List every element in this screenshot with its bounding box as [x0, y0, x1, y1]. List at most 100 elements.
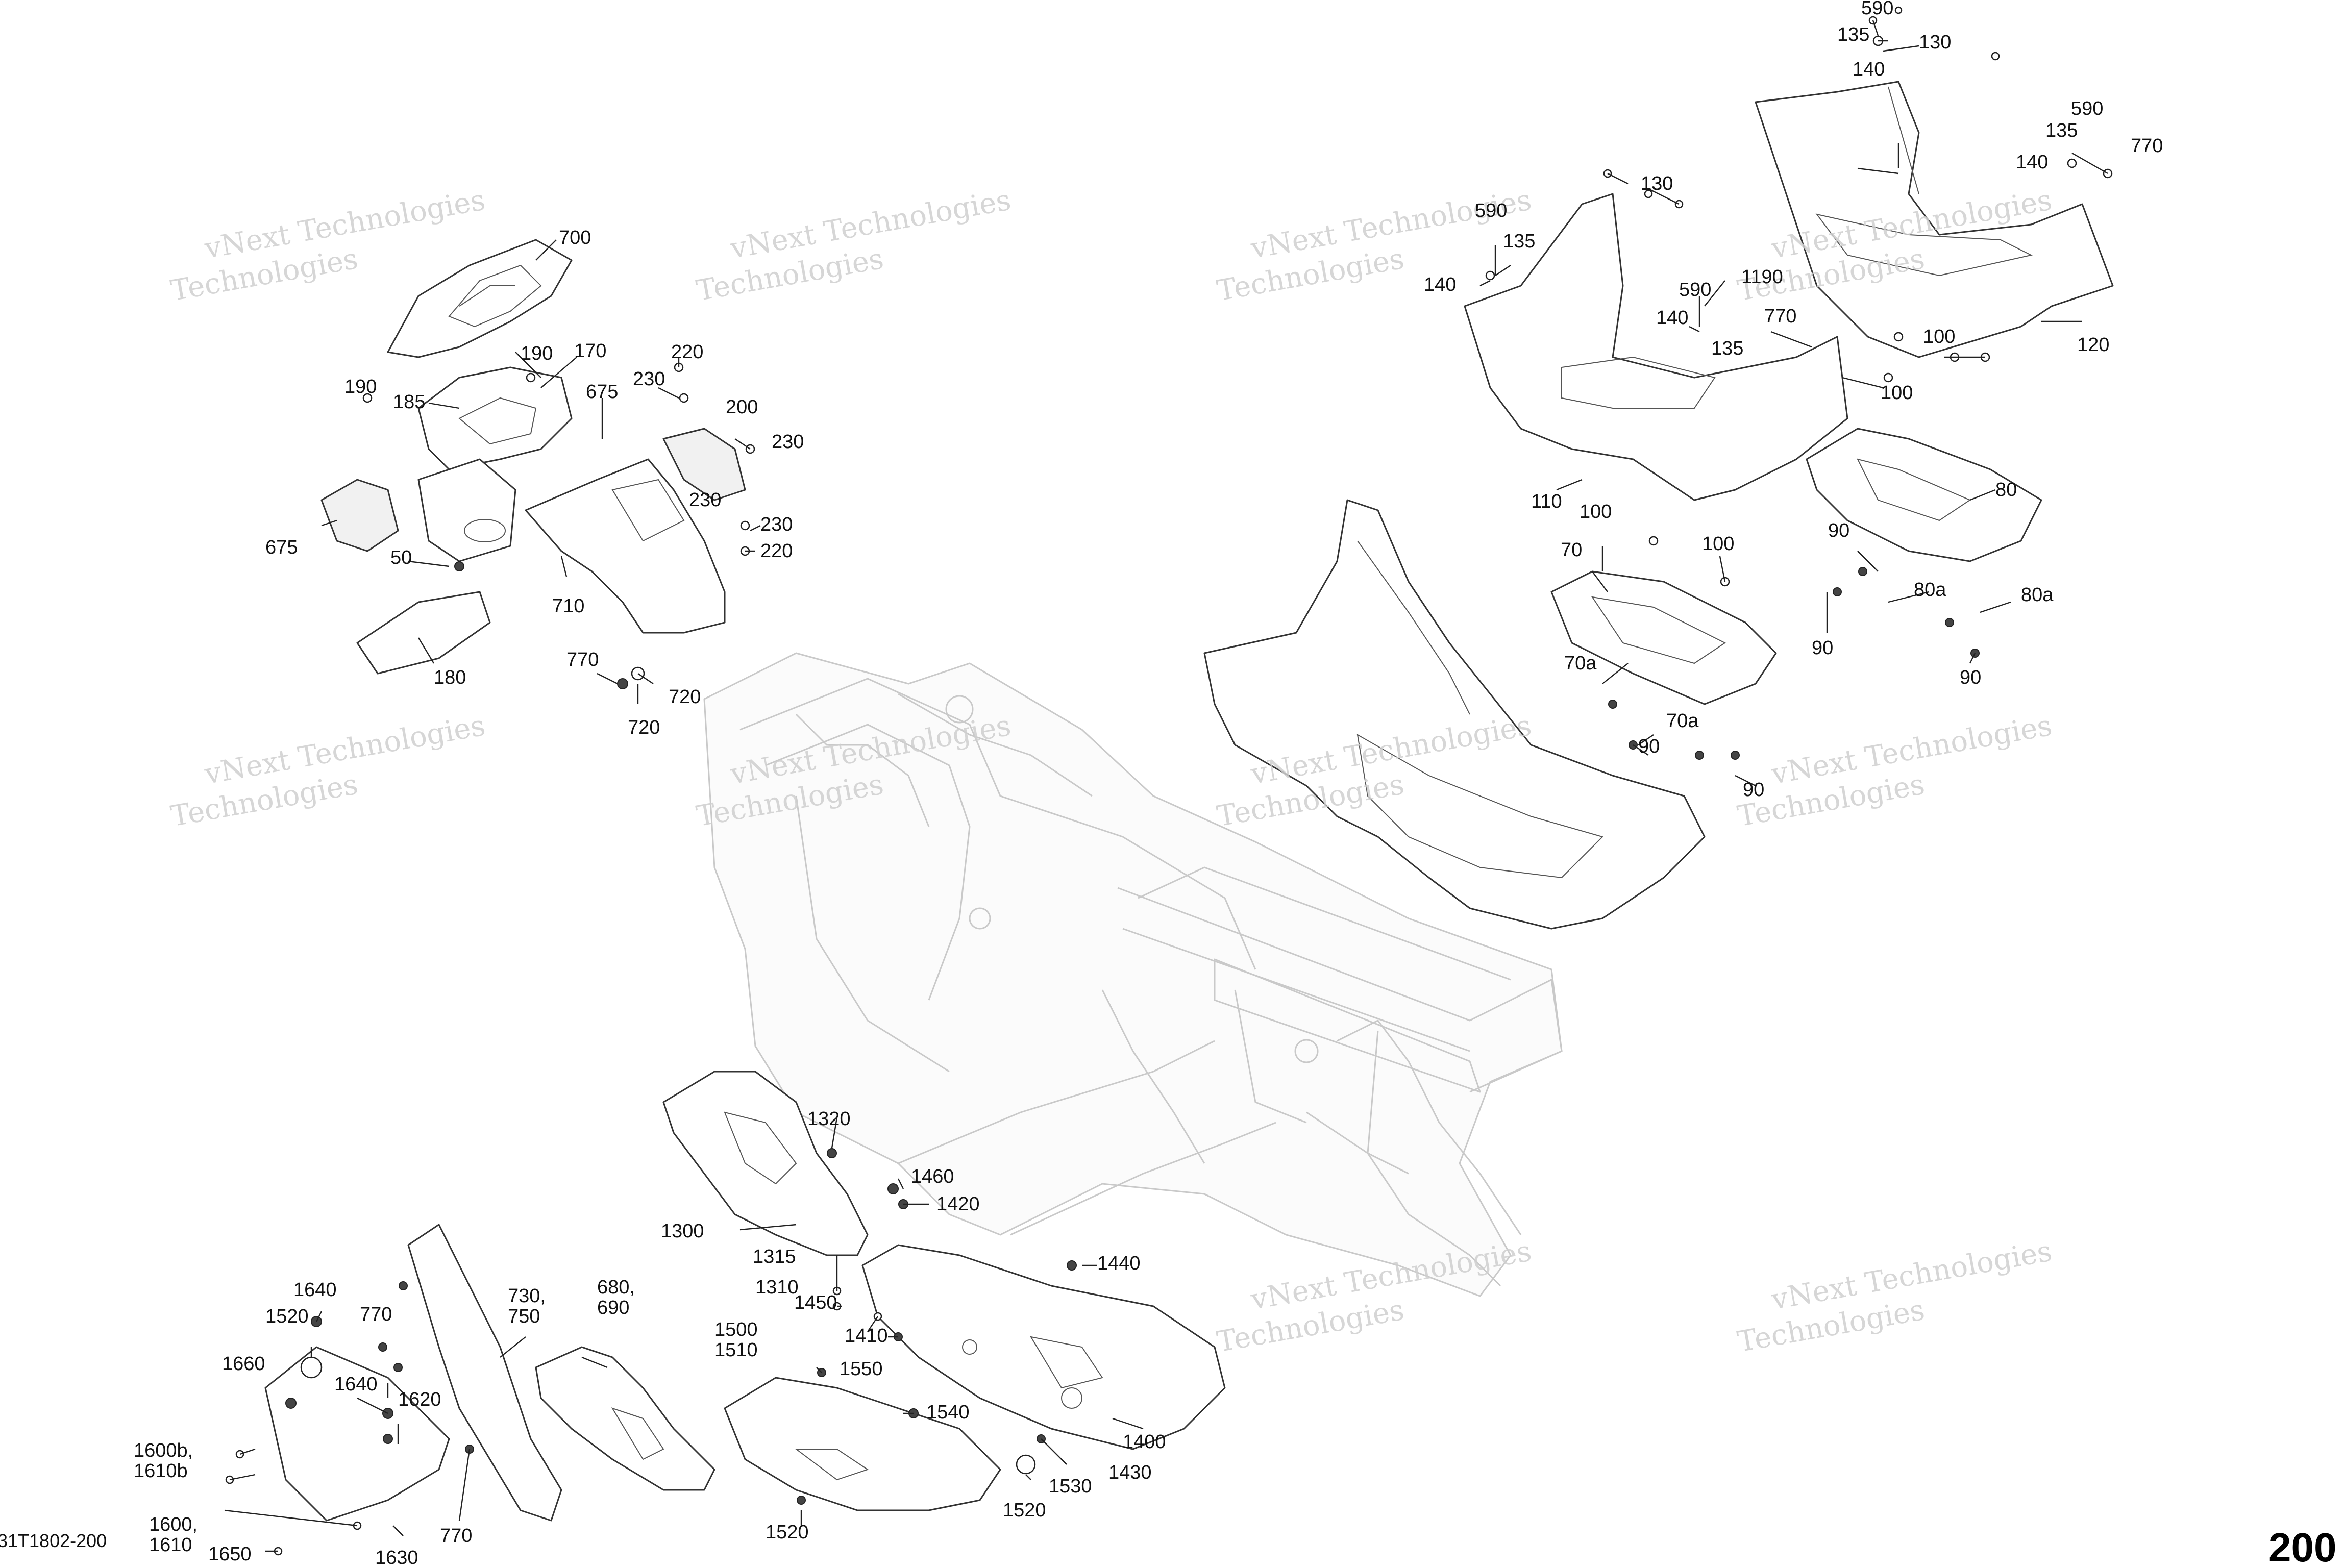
- part-730-side-trim: [407, 1224, 562, 1522]
- part-170-dash-housing: [417, 366, 573, 470]
- callout-label: 130: [1919, 32, 1951, 53]
- callout-label: 230: [760, 514, 793, 535]
- callout-label: 140: [1424, 274, 1456, 295]
- callout-label: 1450: [794, 1292, 837, 1313]
- callout-label: 100: [1881, 382, 1913, 404]
- callout-label: 590: [1475, 200, 1507, 221]
- part-1500-skid-plate: [724, 1377, 1036, 1511]
- callout-label: 700: [559, 227, 591, 248]
- callout-label: 170: [574, 340, 606, 362]
- callout-label: 720: [628, 717, 660, 738]
- callout-label: 90: [1638, 736, 1660, 757]
- callout-label: 1660: [222, 1353, 265, 1375]
- callout-label: 90: [1743, 779, 1764, 801]
- callout-label: 675: [586, 381, 618, 403]
- callout-label: 720: [669, 686, 701, 708]
- watermark: vNext Technologies Technologies: [168, 709, 488, 833]
- callout-label: 1620: [398, 1389, 441, 1410]
- callout-label: 220: [671, 341, 703, 363]
- part-700-front-cover: [387, 239, 573, 358]
- callout-label: 730,: [508, 1285, 546, 1307]
- part-1300-skid-plate: [662, 1071, 869, 1256]
- part-dash-center: [417, 458, 516, 562]
- callout-label: 590: [1861, 0, 1893, 19]
- callout-label: 1300: [661, 1221, 704, 1242]
- callout-label: 1650: [208, 1544, 252, 1565]
- callout-label: 590: [2071, 98, 2103, 119]
- callout-label: 185: [393, 391, 425, 413]
- callout-label: 1520: [766, 1522, 809, 1543]
- callout-label: 80: [1995, 479, 2017, 501]
- callout-label: 70: [1561, 539, 1582, 561]
- part-180-lower-panel: [356, 591, 491, 675]
- callout-label: 190: [521, 343, 553, 364]
- callout-label: 140: [2016, 152, 2048, 173]
- callout-label: 1430: [1108, 1462, 1152, 1483]
- callout-label: 1190: [1741, 266, 1783, 288]
- callout-label: 80a: [2021, 584, 2054, 606]
- callout-label: 90: [1960, 667, 1981, 688]
- part-floor-panel-center: [1203, 499, 1706, 930]
- callout-label: 230: [633, 368, 665, 390]
- callout-label: 50: [390, 547, 412, 568]
- callout-label: 190: [344, 376, 377, 397]
- callout-label: 1500: [714, 1319, 758, 1340]
- callout-label: 1315: [753, 1246, 796, 1267]
- callout-label: 690: [597, 1297, 629, 1318]
- part-710-console: [525, 458, 726, 634]
- callout-label: 120: [2077, 334, 2109, 356]
- callout-label: 80a: [1914, 579, 1946, 601]
- watermark: vNext Technologies Technologies: [1735, 709, 2055, 833]
- callout-label: 770: [2131, 135, 2163, 157]
- callout-label: 230: [772, 431, 804, 453]
- callout-label: 100: [1580, 501, 1612, 522]
- callout-label: 135: [1837, 24, 1869, 45]
- callout-label: 140: [1853, 59, 1885, 80]
- callout-label: 220: [760, 540, 793, 562]
- part-680-side-panel: [535, 1346, 715, 1491]
- callout-label: 135: [2045, 120, 2078, 141]
- callout-label: 70a: [1564, 653, 1597, 674]
- callout-label: 770: [440, 1525, 472, 1547]
- part-675-bracket: [320, 479, 399, 552]
- callout-label: 710: [552, 595, 584, 617]
- callout-label: 1610: [149, 1534, 192, 1556]
- callout-label: 590: [1679, 279, 1711, 301]
- part-120-rear-fender: [1755, 81, 2114, 358]
- callout-label: 1510: [714, 1339, 758, 1361]
- callout-label: 680,: [597, 1277, 635, 1298]
- callout-label: 1440: [1097, 1253, 1141, 1274]
- page-number: 200: [2268, 1525, 2336, 1568]
- callout-label: 1520: [1003, 1500, 1046, 1521]
- callout-label: 135: [1503, 231, 1535, 252]
- callout-label: 1410: [845, 1325, 888, 1347]
- callout-label: 90: [1828, 520, 1849, 541]
- callout-label: 1540: [926, 1402, 970, 1423]
- watermark: vNext Technologies Technologies: [1735, 1235, 2055, 1359]
- vehicle-frame: [703, 652, 1563, 1297]
- callout-label: 1400: [1123, 1431, 1166, 1453]
- callout-label: 1550: [840, 1358, 883, 1380]
- callout-label: 1530: [1049, 1476, 1092, 1497]
- callout-label: 70a: [1666, 710, 1699, 732]
- part-70-footrest-left: [1550, 570, 1777, 705]
- callout-label: 1320: [807, 1108, 851, 1130]
- callout-label: 200: [726, 396, 758, 418]
- callout-label: 140: [1656, 307, 1688, 329]
- callout-label: 1610b: [134, 1460, 188, 1482]
- callout-label: 230: [689, 489, 721, 511]
- callout-label: 1600,: [149, 1514, 198, 1535]
- callout-label: 90: [1812, 637, 1833, 659]
- callout-label: 180: [434, 667, 466, 688]
- callout-label: 110: [1531, 491, 1562, 512]
- reference-code: 31T1802-200: [0, 1530, 107, 1551]
- callout-labels: 700 190 170 190 185 220 230 675 200 230 …: [134, 0, 2163, 1568]
- part-200-clip-panel: [662, 428, 746, 501]
- callout-label: 1520: [265, 1306, 309, 1327]
- callout-label: 1460: [911, 1166, 954, 1187]
- callout-label: 675: [265, 537, 298, 558]
- callout-label: 1640: [334, 1374, 378, 1395]
- callout-label: 130: [1641, 173, 1673, 194]
- callout-label: 1630: [375, 1547, 418, 1568]
